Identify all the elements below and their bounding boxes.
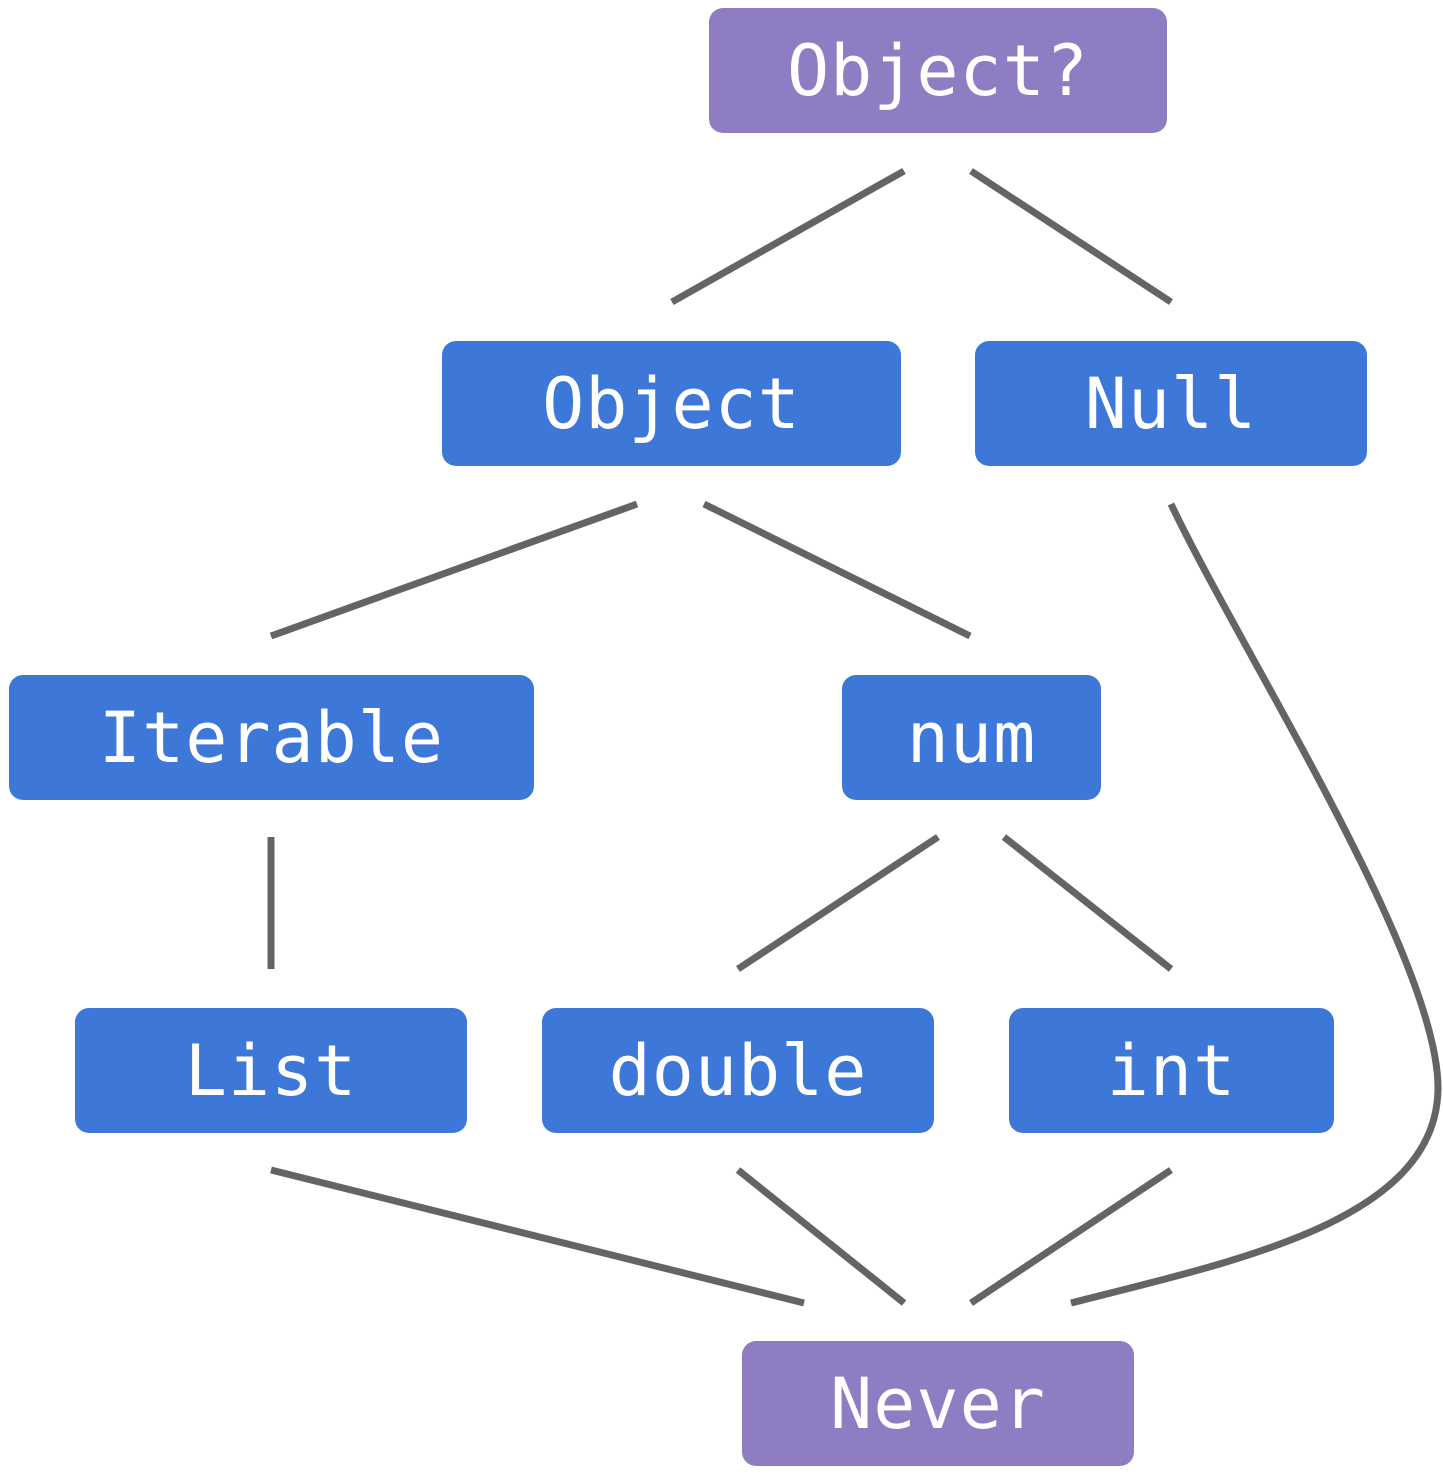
node-label-iterable: Iterable <box>98 696 445 779</box>
edge-object-to-num <box>702 500 972 640</box>
edge-object-to-iterable <box>269 500 639 640</box>
node-label-object-nullable: Object? <box>786 29 1089 112</box>
node-label-never: Never <box>830 1362 1046 1445</box>
node-label-num: num <box>906 696 1037 779</box>
node-object-nullable: Object? <box>709 8 1167 133</box>
node-num: num <box>842 675 1101 800</box>
edge-list-to-never <box>270 1166 805 1307</box>
node-iterable: Iterable <box>9 675 534 800</box>
node-int: int <box>1009 1008 1334 1133</box>
edge-objectq-to-object <box>670 167 906 306</box>
node-double: double <box>542 1008 934 1133</box>
node-label-object: Object <box>542 362 801 445</box>
node-label-list: List <box>184 1029 358 1112</box>
node-label-int: int <box>1106 1029 1237 1112</box>
edge-null-to-never <box>1070 502 1442 1307</box>
node-label-double: double <box>608 1029 868 1112</box>
node-object: Object <box>442 341 901 466</box>
edge-double-to-never <box>735 1167 907 1306</box>
node-null: Null <box>975 341 1367 466</box>
node-label-null: Null <box>1084 362 1258 445</box>
edge-objectq-to-null <box>969 168 1173 305</box>
edge-num-to-int <box>1001 834 1174 972</box>
node-never: Never <box>742 1341 1134 1466</box>
node-list: List <box>75 1008 467 1133</box>
edge-int-to-never <box>969 1167 1173 1306</box>
edge-num-to-double <box>736 834 940 972</box>
